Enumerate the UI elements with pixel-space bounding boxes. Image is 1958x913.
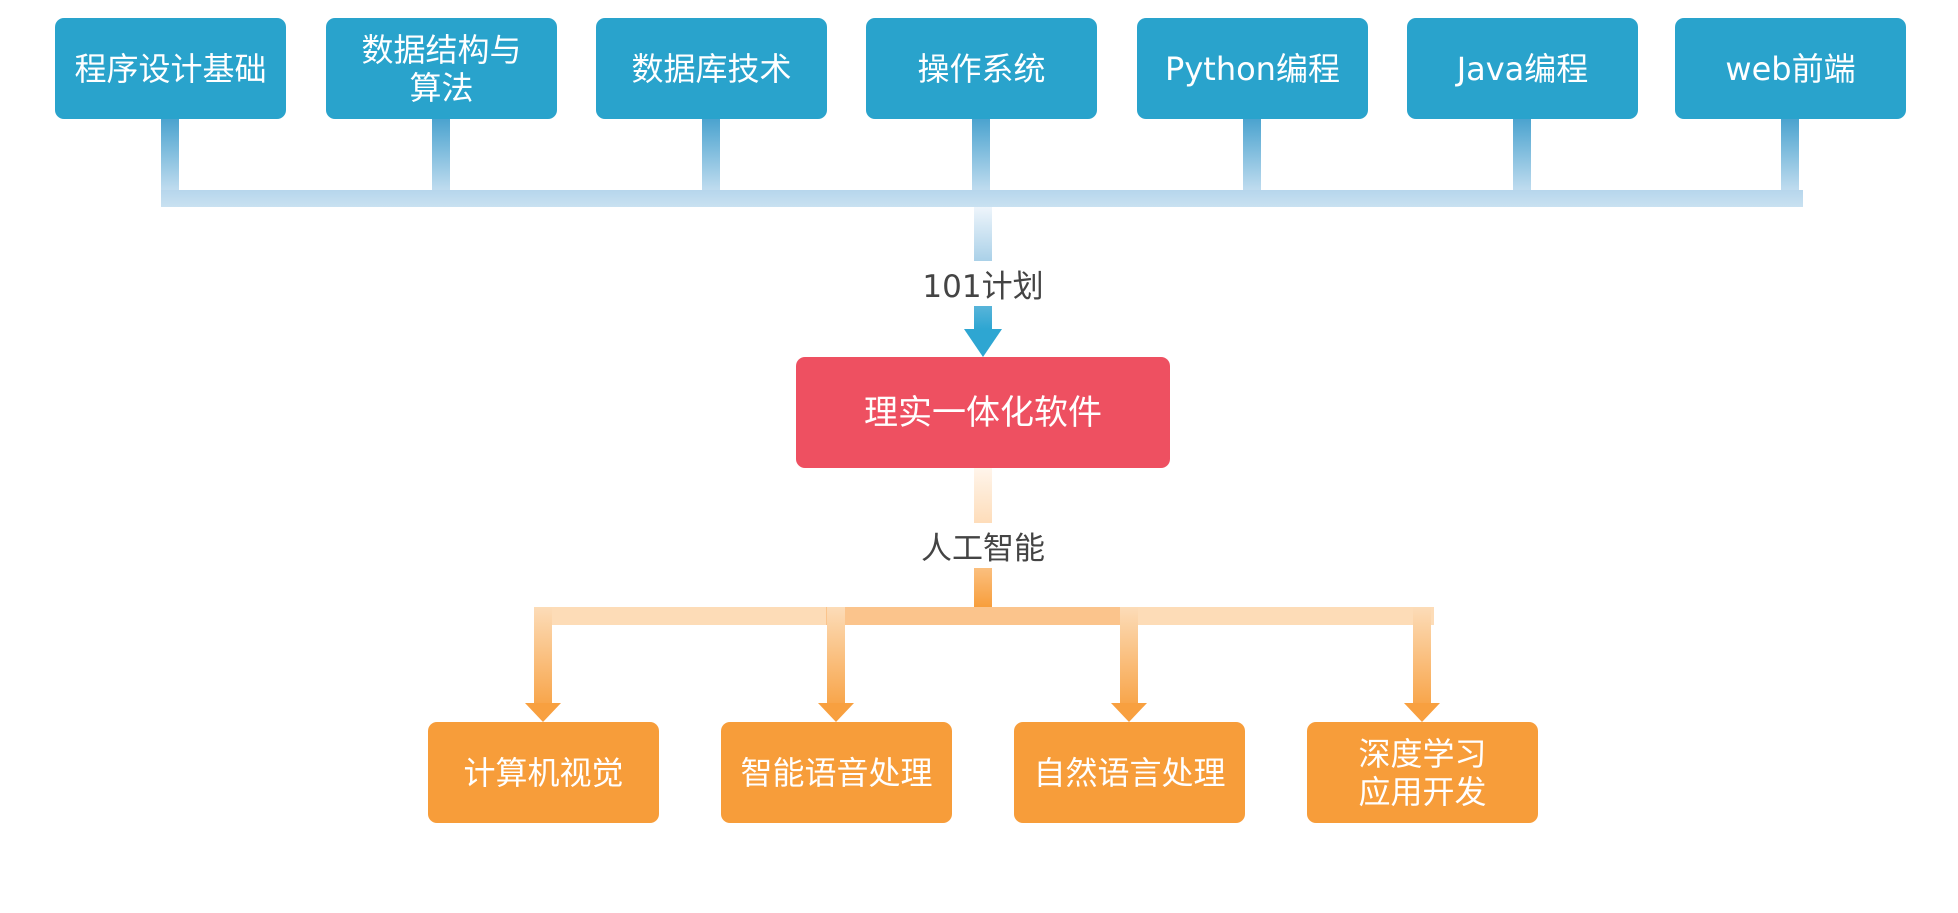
- application-connector: [534, 607, 552, 705]
- upper-arrowhead: [964, 329, 1002, 357]
- application-box[interactable]: 自然语言处理: [1014, 722, 1245, 823]
- application-box[interactable]: 深度学习 应用开发: [1307, 722, 1538, 823]
- course-connector: [432, 119, 450, 193]
- course-box[interactable]: 操作系统: [866, 18, 1097, 119]
- application-box[interactable]: 计算机视觉: [428, 722, 659, 823]
- upper-link-label: 101计划: [915, 261, 1051, 306]
- course-connector: [1243, 119, 1261, 193]
- course-connector: [702, 119, 720, 193]
- course-connector: [1781, 119, 1799, 193]
- lower-link-label: 人工智能: [911, 523, 1055, 568]
- course-connector: [1513, 119, 1531, 193]
- application-arrowhead: [525, 703, 561, 722]
- application-box[interactable]: 智能语音处理: [721, 722, 952, 823]
- application-arrowhead: [818, 703, 854, 722]
- course-box[interactable]: 数据结构与 算法: [326, 18, 557, 119]
- course-bus-bar: [161, 190, 1803, 207]
- application-connector: [1413, 607, 1431, 705]
- course-box[interactable]: 程序设计基础: [55, 18, 286, 119]
- application-arrowhead: [1111, 703, 1147, 722]
- course-box[interactable]: web前端: [1675, 18, 1906, 119]
- core-box[interactable]: 理实一体化软件: [796, 357, 1170, 468]
- course-box[interactable]: Java编程: [1407, 18, 1638, 119]
- course-connector: [161, 119, 179, 193]
- application-arrowhead: [1404, 703, 1440, 722]
- application-bus-bar-inner: [826, 607, 1132, 625]
- course-connector: [972, 119, 990, 193]
- course-box[interactable]: 数据库技术: [596, 18, 827, 119]
- application-connector: [827, 607, 845, 705]
- course-box[interactable]: Python编程: [1137, 18, 1368, 119]
- application-connector: [1120, 607, 1138, 705]
